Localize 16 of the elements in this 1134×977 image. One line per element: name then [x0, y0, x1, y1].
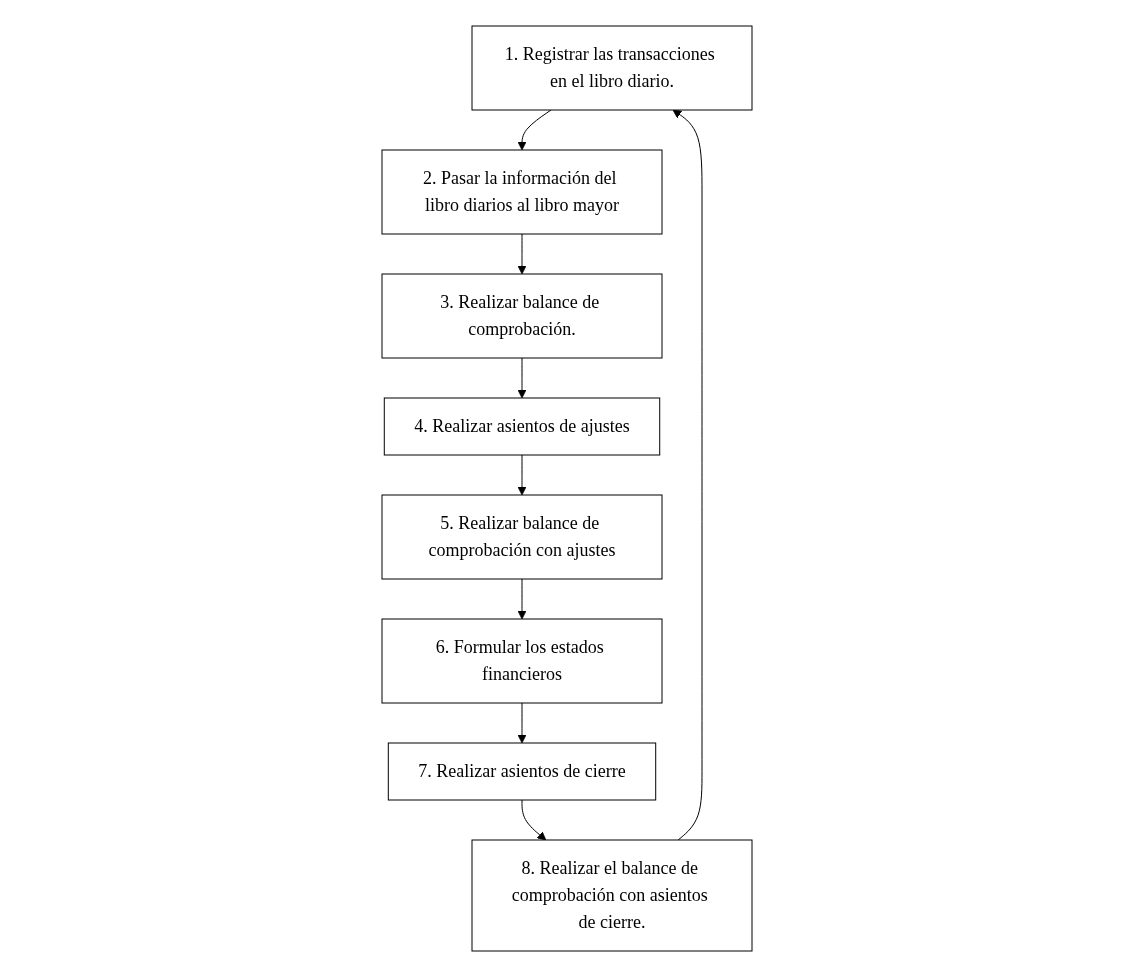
node-box: 8. Realizar el balance de comprobación con asientos de cierre. [471, 839, 753, 952]
arrow [517, 357, 527, 399]
node-box: 4. Realizar asientos de ajustes [383, 397, 661, 456]
arrow [672, 109, 703, 841]
node-box: 7. Realizar asientos de cierre [387, 742, 657, 801]
arrow [517, 578, 527, 620]
arrow [517, 702, 527, 744]
node-box: 6. Formular los estados financieros [381, 618, 663, 704]
arrow [517, 454, 527, 496]
node-box: 1. Registrar las transacciones en el libro diario. [471, 25, 753, 111]
node-box: 3. Realizar balance de comprobación. [381, 273, 663, 359]
node-box: 5. Realizar balance de comprobación con ajustes [381, 494, 663, 580]
arrow [517, 109, 552, 151]
node-box: 2. Pasar la información del libro diarios al libro mayor [381, 149, 663, 235]
arrow [517, 233, 527, 275]
arrow [521, 799, 547, 841]
